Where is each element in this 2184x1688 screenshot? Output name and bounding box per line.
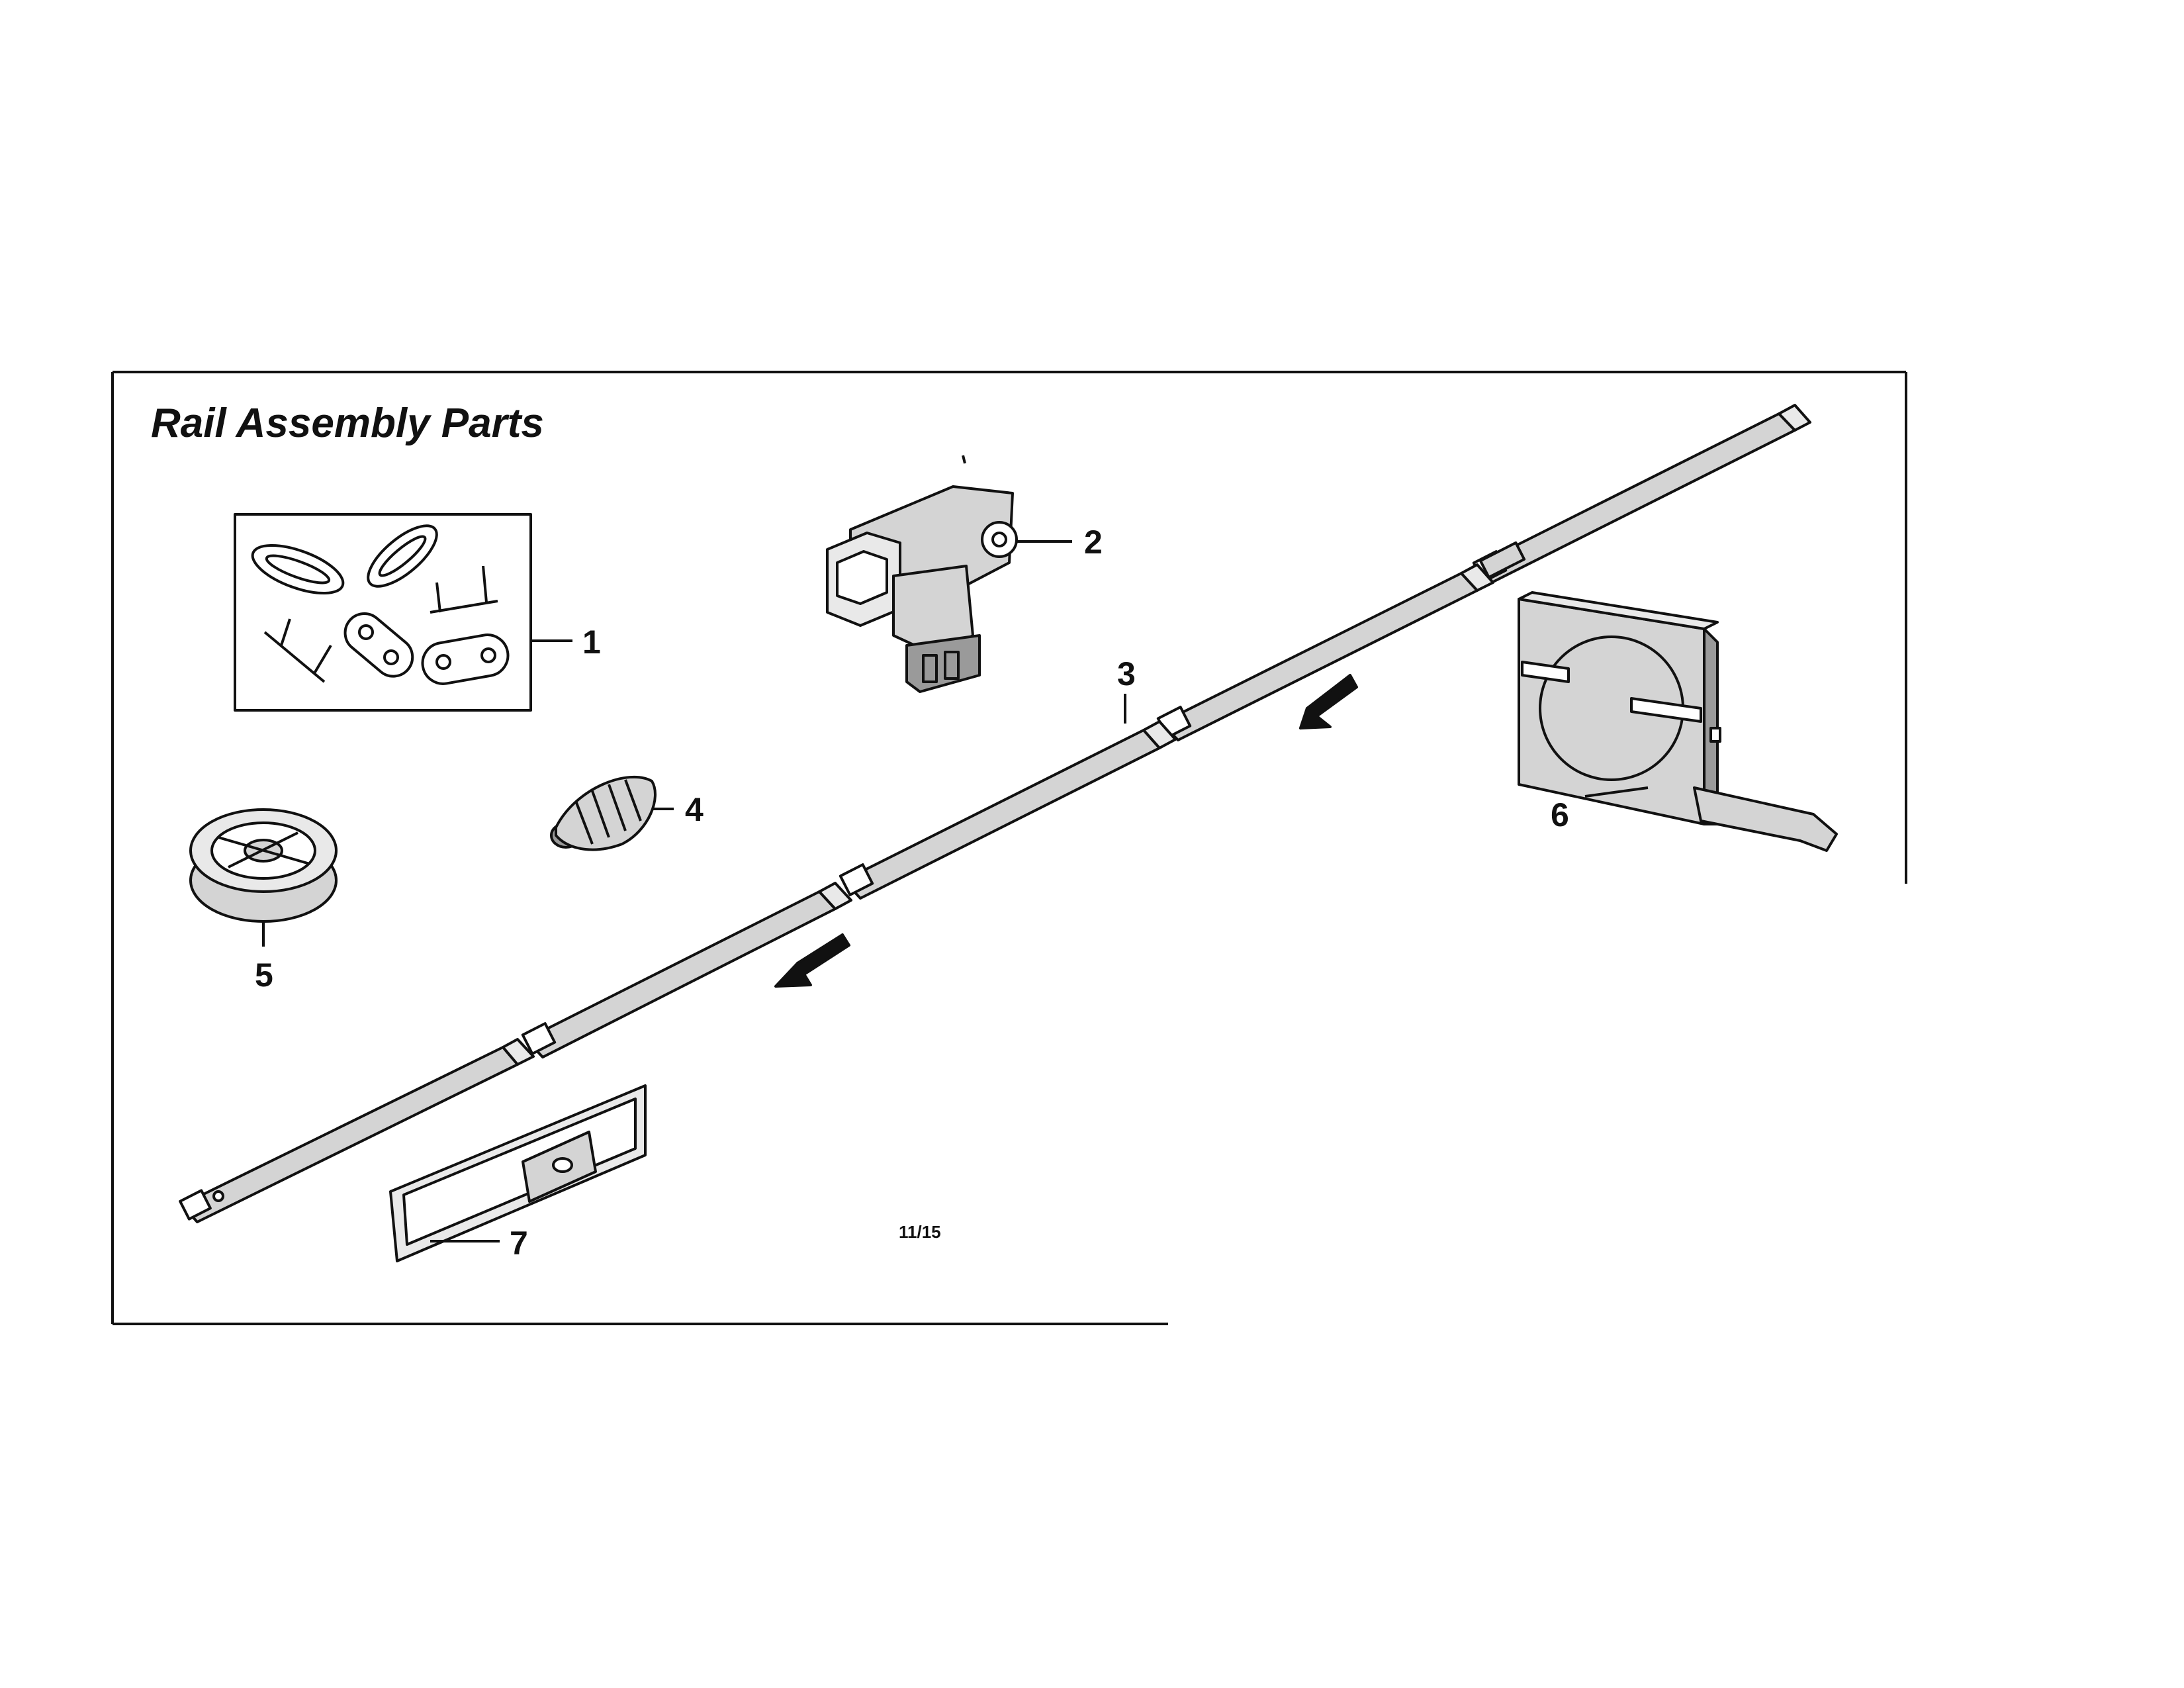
rail-section-top bbox=[1471, 404, 1811, 585]
part-6-sprocket-cover: 6 bbox=[1518, 591, 1838, 852]
side-plate-link-center bbox=[343, 612, 414, 678]
page-number: 11/15 bbox=[899, 1222, 941, 1242]
callout-5: 5 bbox=[255, 957, 273, 994]
part-2-trolley: 2 bbox=[826, 455, 1103, 693]
part-1-chain-link-kit: 1 bbox=[234, 513, 601, 712]
callout-1: 1 bbox=[582, 624, 601, 661]
link-pin-plate-right bbox=[430, 565, 498, 614]
master-link-closed bbox=[367, 524, 438, 588]
direction-arrow-lower bbox=[774, 933, 850, 988]
part-4-spring: 4 bbox=[550, 775, 704, 851]
rail-section-middle bbox=[839, 720, 1177, 900]
callout-3: 3 bbox=[1117, 655, 1136, 692]
link-pin-plate-left bbox=[263, 618, 332, 683]
part-7-door-bracket: 7 bbox=[389, 1084, 647, 1262]
rail-section-upper-middle bbox=[1156, 563, 1494, 741]
side-plate-link-right bbox=[421, 633, 510, 685]
callout-leader-6 bbox=[1584, 786, 1649, 798]
part-5-pulley: 5 bbox=[189, 808, 338, 994]
master-link-open bbox=[251, 543, 345, 595]
part-3-rail-sections: 3 bbox=[179, 404, 1811, 1223]
callout-4: 4 bbox=[685, 791, 704, 828]
trolley-mark bbox=[962, 455, 966, 464]
diagram-title: Rail Assembly Parts bbox=[151, 400, 544, 446]
rail-section-bottom bbox=[179, 1038, 535, 1223]
diagram-frame bbox=[111, 371, 1907, 1325]
callout-6: 6 bbox=[1551, 796, 1569, 833]
rail-section-lower-middle bbox=[521, 882, 852, 1058]
callout-2: 2 bbox=[1084, 524, 1103, 561]
callout-7: 7 bbox=[510, 1225, 528, 1262]
direction-arrow-upper bbox=[1299, 674, 1358, 729]
